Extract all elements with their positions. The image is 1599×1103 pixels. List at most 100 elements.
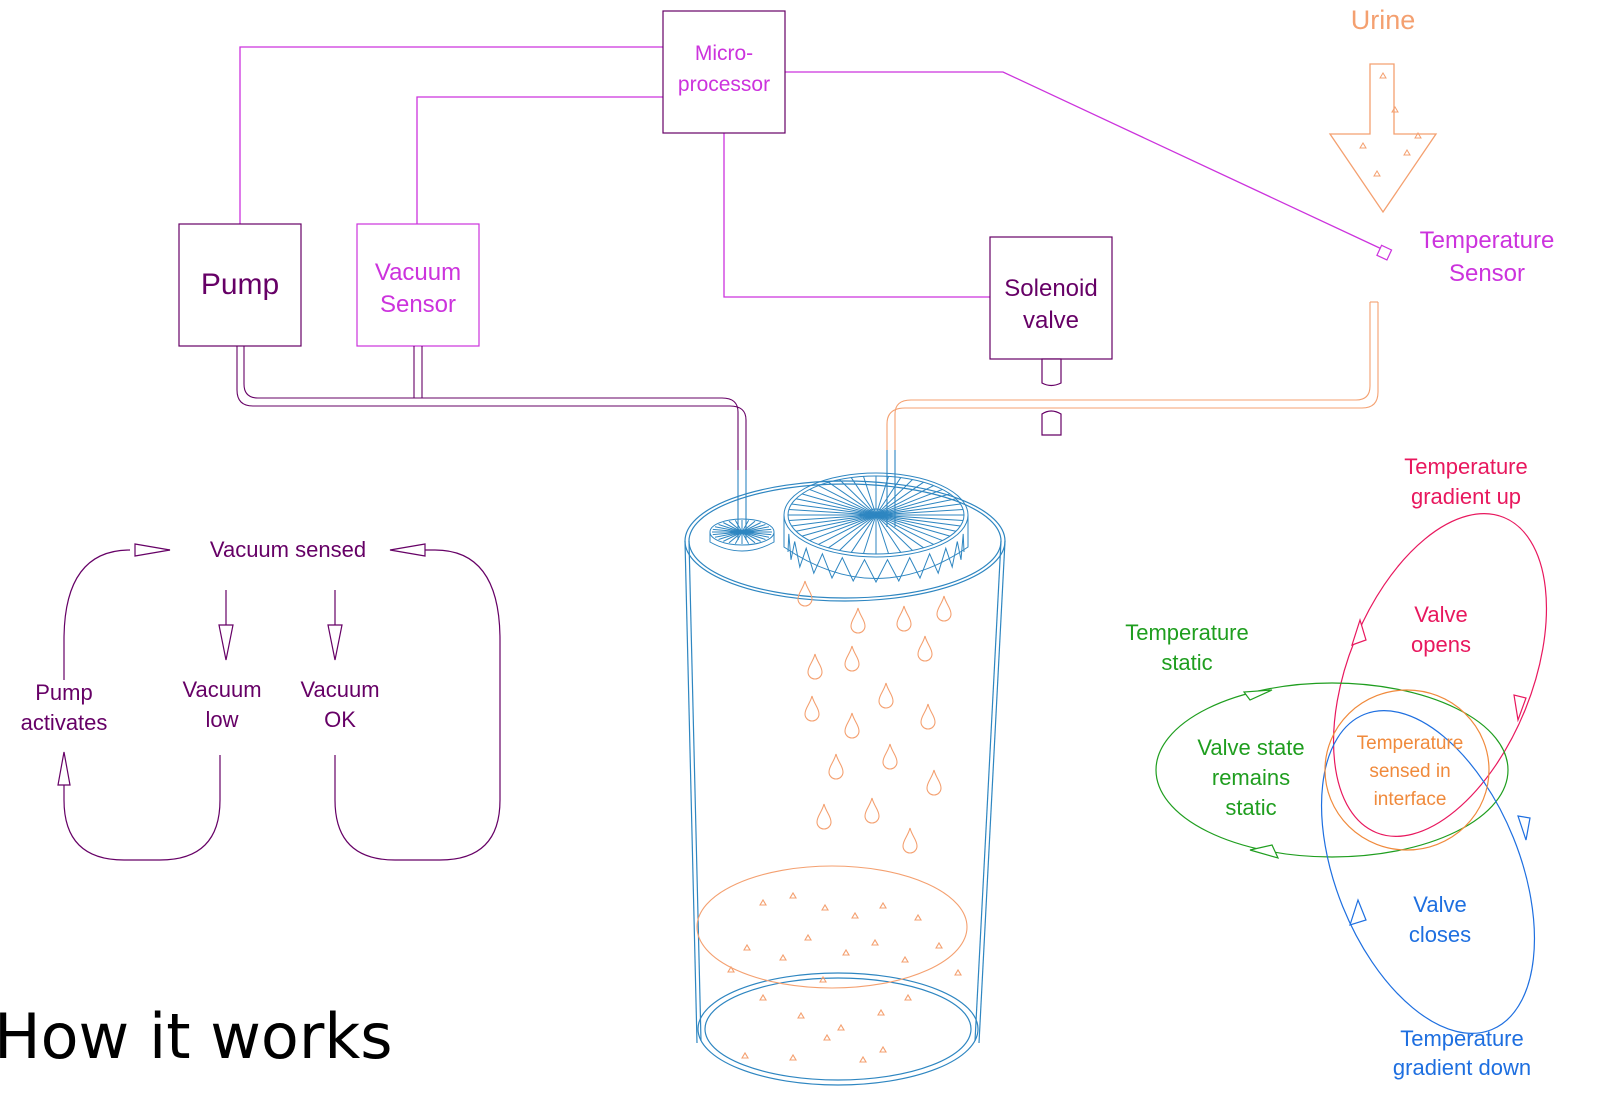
sediment-particle	[935, 941, 943, 949]
interface-circle	[1324, 689, 1490, 851]
filter-spoke	[875, 514, 951, 537]
filter-spoke	[741, 520, 750, 533]
gradient-down-label-2: gradient down	[1393, 1055, 1531, 1080]
vacuum-loop-labels: Vacuum sensed Pump activates Vacuum low …	[21, 537, 380, 735]
urine-droplet	[850, 607, 866, 634]
state-static-label-2: remains	[1212, 765, 1290, 790]
static-label-2: static	[1161, 650, 1212, 675]
urine-droplet	[828, 753, 844, 780]
filter-spoke	[875, 479, 913, 516]
filter-spoke	[788, 514, 877, 522]
sediment-particle	[821, 903, 829, 911]
vacuum-low-label-1: Vacuum	[182, 677, 261, 702]
filter-spoke	[863, 514, 877, 554]
filter-spoke	[875, 508, 964, 516]
urine-droplet	[917, 635, 933, 662]
filter-spoke	[875, 514, 924, 549]
filter-spoke	[850, 477, 877, 516]
urine-pool	[696, 865, 968, 1063]
filter-spoke	[875, 498, 957, 516]
solenoid-pinch	[1041, 358, 1062, 436]
filter-spoke	[875, 514, 889, 554]
sediment-particle	[727, 965, 735, 973]
page-title: How it works	[0, 1000, 393, 1073]
filter-spoke	[741, 531, 750, 544]
gradient-up-label-2: gradient up	[1411, 484, 1521, 509]
filter-spoke	[828, 481, 877, 516]
sediment-particle	[914, 913, 922, 921]
filter-spoke	[875, 514, 934, 545]
filter-spoke	[723, 531, 743, 542]
vacuum-loop	[57, 543, 501, 861]
sediment-particle	[789, 1053, 797, 1061]
static-label-1: Temperature	[1125, 620, 1249, 645]
filter-spoke	[741, 520, 756, 533]
temp-sensor-label-2: Sensor	[1449, 260, 1525, 287]
filter-spoke	[875, 488, 943, 516]
filter-spoke	[839, 479, 877, 516]
gradient-down-label-1: Temperature	[1400, 1026, 1524, 1051]
vacuum-sensed-label: Vacuum sensed	[210, 537, 366, 562]
sediment-particle	[823, 1033, 831, 1041]
static-cycle	[1155, 682, 1509, 858]
vacuum-filter	[709, 518, 775, 552]
sediment-particle	[859, 1055, 867, 1063]
filter-spoke	[741, 531, 770, 538]
filter-spoke	[788, 508, 877, 516]
vacuum-ok-label-2: OK	[324, 707, 356, 732]
filter-spoke	[734, 520, 743, 533]
sediment-particle	[904, 993, 912, 1001]
filter-spoke	[875, 514, 902, 553]
sediment-particle	[877, 1008, 885, 1016]
sediment-particle	[901, 955, 909, 963]
sediment-particle	[879, 901, 887, 909]
filter-spoke	[741, 531, 756, 544]
filter-spoke	[741, 531, 766, 540]
urine-droplet	[878, 682, 894, 709]
filter-spoke	[839, 514, 877, 551]
urine-filter	[783, 472, 969, 584]
filter-spoke	[728, 531, 743, 544]
urine-droplet	[844, 712, 860, 739]
interface-label-3: interface	[1374, 789, 1447, 810]
sediment-particle	[743, 943, 751, 951]
sediment-particle	[837, 1023, 845, 1031]
urine-droplet	[926, 769, 942, 796]
filter-spoke	[875, 476, 889, 516]
urine-droplet	[844, 645, 860, 672]
filter-spoke	[741, 528, 772, 533]
control-wiring	[239, 46, 1387, 298]
urine-inflow: Urine	[1328, 5, 1438, 214]
pump-activates-label-1: Pump	[35, 680, 92, 705]
gradient-up-label-1: Temperature	[1404, 454, 1528, 479]
sediment-particle	[871, 938, 879, 946]
sediment-particle	[789, 891, 797, 899]
filter-spoke	[875, 503, 961, 516]
filter-spoke	[875, 514, 964, 522]
sediment-particle	[759, 993, 767, 1001]
sediment-particle	[759, 898, 767, 906]
sediment-particle	[851, 911, 859, 919]
filter-spoke	[741, 522, 761, 533]
urine-droplets	[797, 580, 952, 854]
filter-spoke	[795, 514, 877, 532]
collection-canister	[684, 480, 1006, 1086]
pump-box: Pump	[178, 223, 302, 347]
filter-spoke	[875, 493, 951, 516]
vacuum-sensor-box: Vacuum Sensor	[356, 223, 480, 347]
filter-spoke	[809, 514, 877, 542]
gradient-down-cycle	[1320, 710, 1536, 1034]
solenoid-label-2: valve	[1023, 307, 1079, 334]
interface-label-2: sensed in	[1369, 761, 1450, 782]
urine-label: Urine	[1351, 5, 1416, 35]
sediment-particle	[779, 953, 787, 961]
valve-closes-label-1: Valve	[1413, 892, 1466, 917]
filter-spoke	[875, 514, 961, 527]
filter-spoke	[801, 493, 877, 516]
filter-spoke	[828, 514, 877, 549]
filter-spoke	[741, 531, 761, 542]
filter-spoke	[875, 514, 913, 551]
filter-spoke	[875, 481, 924, 516]
urine-droplet	[882, 743, 898, 770]
